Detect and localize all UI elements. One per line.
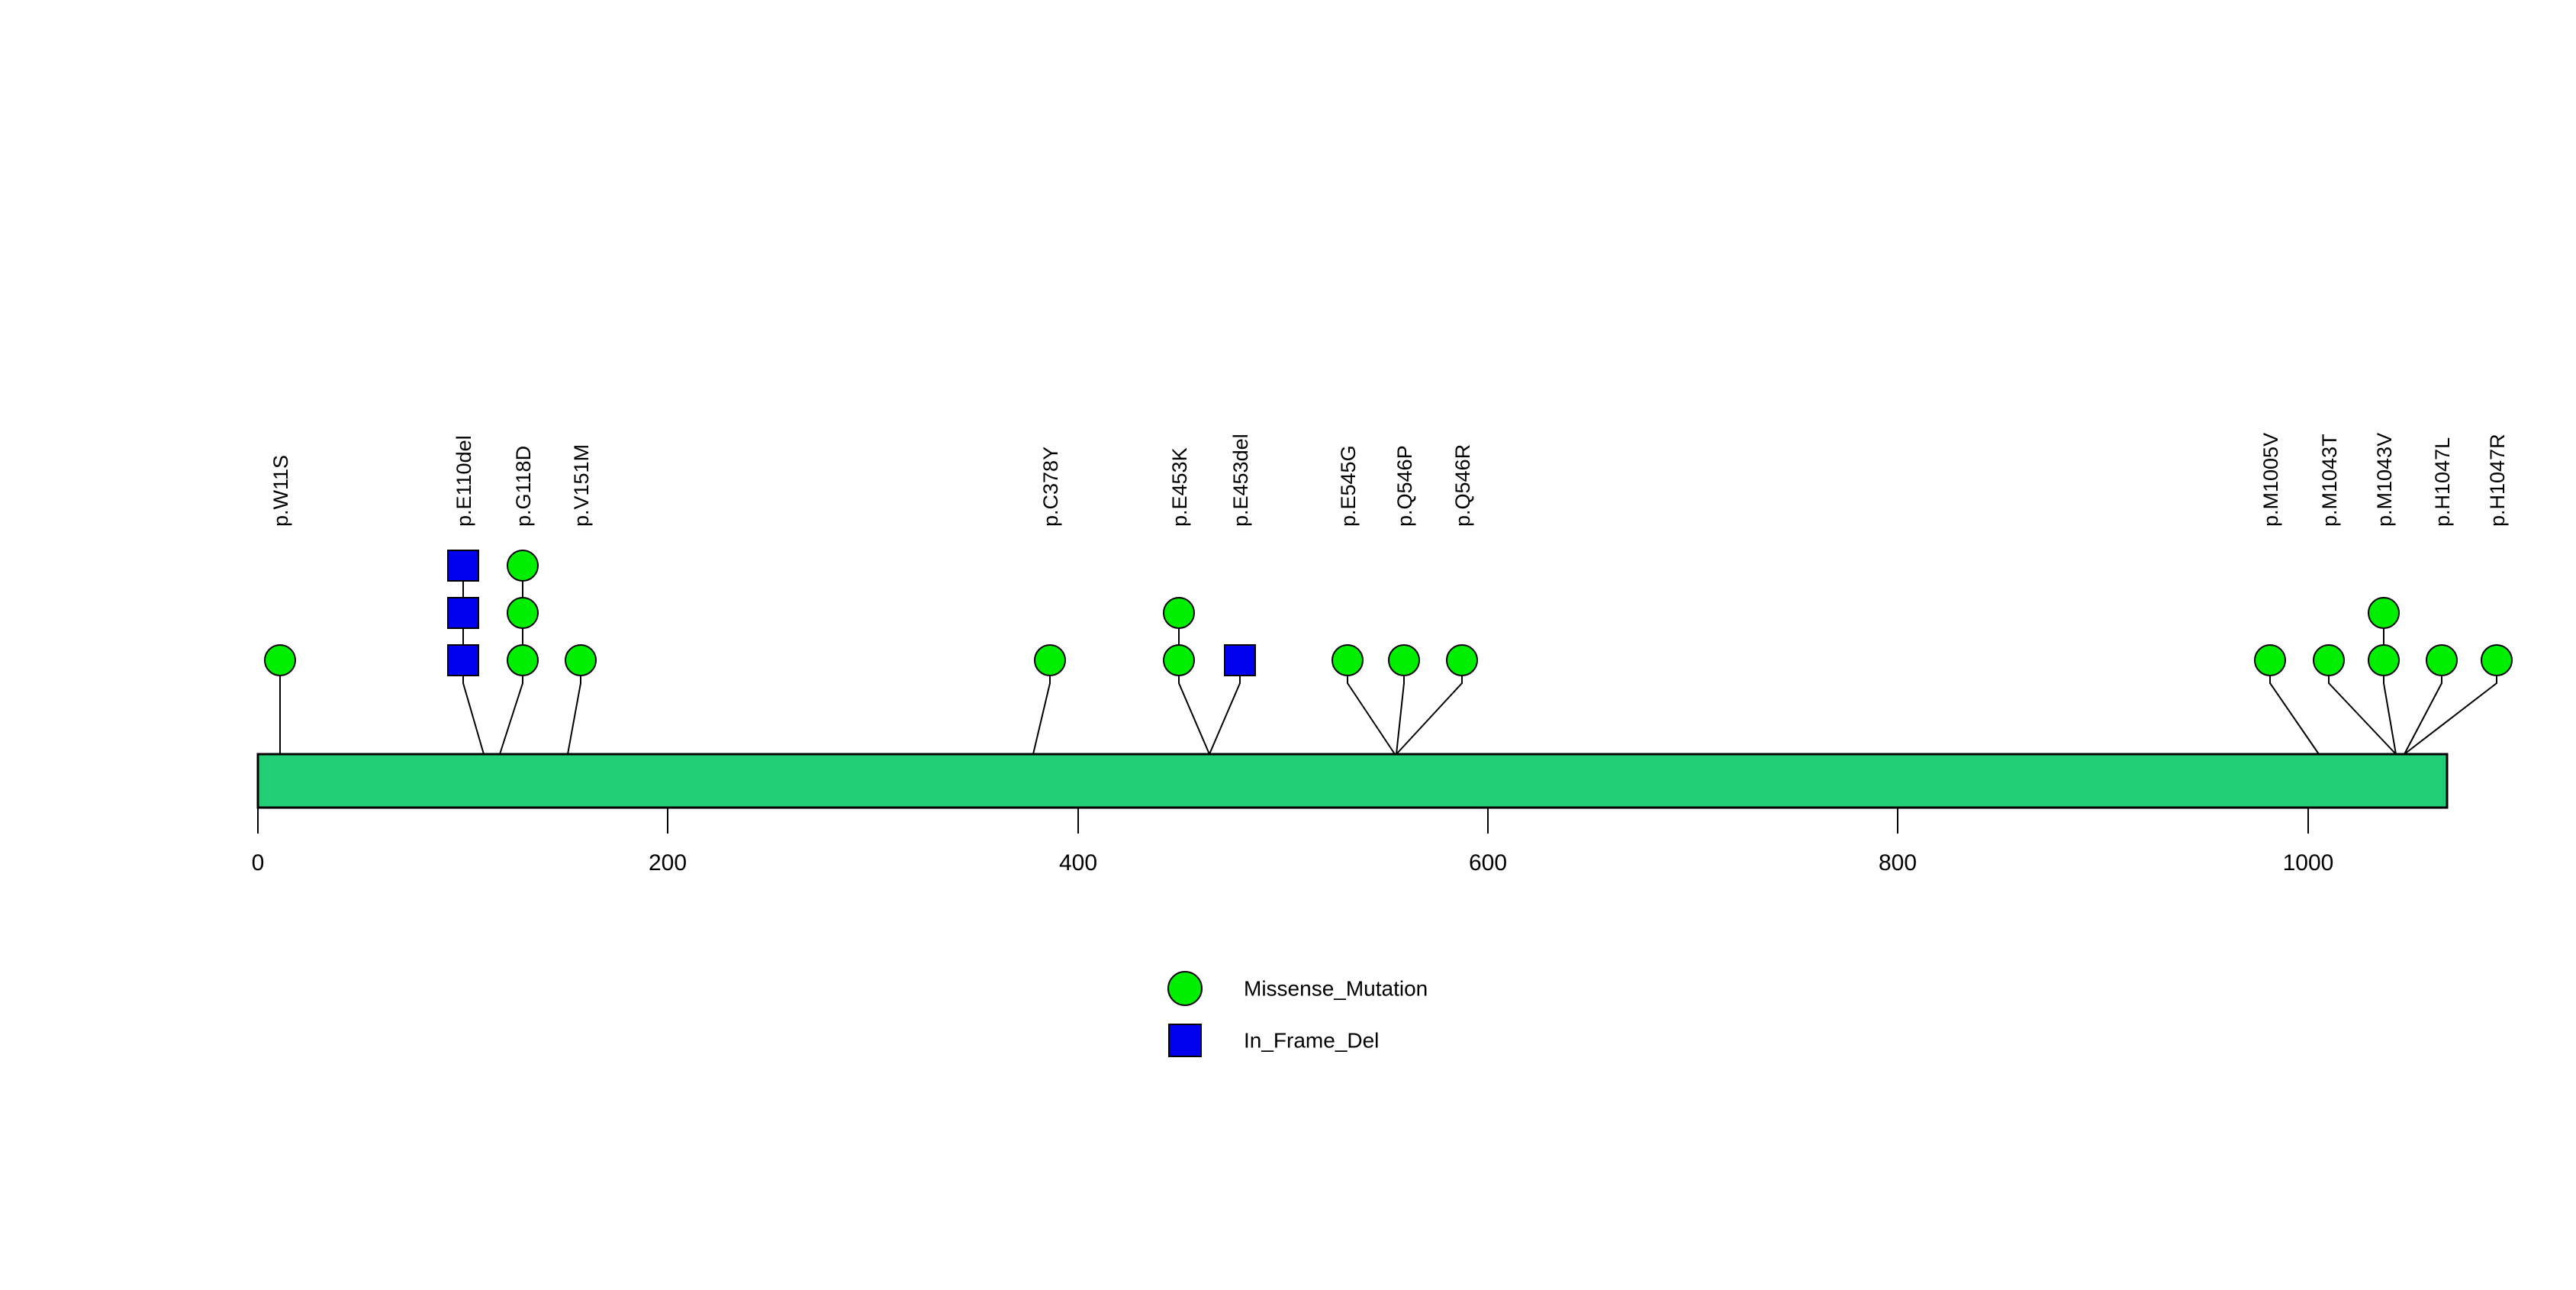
lollipop-p.M1043V[interactable] <box>2368 597 2400 755</box>
mutation-marker-circle[interactable] <box>1331 644 1364 676</box>
mutation-marker-circle[interactable] <box>2481 644 2513 676</box>
mutation-label: p.E110del <box>452 435 475 527</box>
lollipop-p.C378Y[interactable] <box>1032 644 1066 755</box>
mutation-marker-circle[interactable] <box>1034 644 1066 676</box>
lollipop-p.M1005V[interactable] <box>2254 644 2320 755</box>
legend-label: In_Frame_Del <box>1244 1028 1379 1052</box>
lollipop-p.Q546R[interactable] <box>1396 644 1478 755</box>
mutation-label: p.C378Y <box>1039 447 1062 527</box>
mutation-marker-circle[interactable] <box>507 644 539 676</box>
legend-swatch-square <box>1168 1024 1202 1057</box>
mutation-marker-circle[interactable] <box>2313 644 2345 676</box>
lollipop-p.Q546P[interactable] <box>1388 644 1420 755</box>
mutation-label: p.W11S <box>269 455 292 527</box>
mutation-marker-square[interactable] <box>447 644 479 676</box>
lollipop-group <box>264 550 2513 755</box>
mutation-marker-circle[interactable] <box>2368 644 2400 676</box>
mutation-label: p.E545G <box>1337 445 1360 527</box>
mutation-label-group: p.W11S p.E110del p.G118D p.V151M p.C378Y p.E4… <box>269 433 2509 527</box>
mutation-label: p.M1043T <box>2318 434 2341 527</box>
axis-tick-label: 400 <box>1059 850 1097 876</box>
mutation-label: p.E453K <box>1168 447 1191 527</box>
mutation-marker-circle[interactable] <box>1388 644 1420 676</box>
mutation-label: p.H1047L <box>2431 437 2454 527</box>
legend-item[interactable]: Missense_Mutation <box>1167 971 1428 1006</box>
lollipop-p.E453del[interactable] <box>1209 644 1256 755</box>
protein-backbone-bar <box>256 753 2449 809</box>
mutation-marker-circle[interactable] <box>507 597 539 629</box>
lollipop-p.E110del[interactable] <box>447 550 485 755</box>
mutation-marker-circle[interactable] <box>1163 597 1195 629</box>
axis-tick-label: 1000 <box>2283 850 2334 876</box>
mutation-marker-circle[interactable] <box>565 644 597 676</box>
mutation-marker-square[interactable] <box>447 550 479 582</box>
axis-tick-label: 600 <box>1469 850 1507 876</box>
x-axis: 0 200 400 600 800 1000 <box>252 808 2334 876</box>
mutation-marker-circle[interactable] <box>2426 644 2458 676</box>
lollipop-p.H1047L[interactable] <box>2404 644 2458 755</box>
legend-item[interactable]: In_Frame_Del <box>1168 1024 1379 1057</box>
mutation-marker-circle[interactable] <box>507 550 539 582</box>
mutation-label: p.Q546P <box>1393 445 1416 527</box>
mutation-marker-circle[interactable] <box>1446 644 1478 676</box>
lollipop-stem <box>499 550 523 755</box>
mutation-label: p.E453del <box>1229 434 1252 527</box>
mutation-label: p.H1047R <box>2486 434 2509 527</box>
protein-bar <box>256 753 2449 809</box>
lollipop-p.E453K[interactable] <box>1163 597 1210 755</box>
lollipop-p.G118D[interactable] <box>499 550 539 755</box>
mutation-label: p.M1005V <box>2259 433 2282 527</box>
lollipop-stem <box>462 550 485 755</box>
axis-tick-label: 800 <box>1879 850 1917 876</box>
mutation-label: p.Q546R <box>1451 444 1474 527</box>
mutation-marker-square[interactable] <box>447 597 479 629</box>
lollipop-p.H1047R[interactable] <box>2404 644 2513 755</box>
mutation-label: p.V151M <box>570 444 593 527</box>
axis-tick-label: 0 <box>252 850 265 876</box>
mutation-label: p.M1043V <box>2373 433 2396 527</box>
lollipop-p.W11S[interactable] <box>264 644 296 754</box>
lollipop-p.E545G[interactable] <box>1331 644 1396 755</box>
mutation-marker-circle[interactable] <box>1163 644 1195 676</box>
mutation-marker-circle[interactable] <box>2254 644 2286 676</box>
axis-tick-label: 200 <box>649 850 687 876</box>
lollipop-p.M1043T[interactable] <box>2313 644 2397 755</box>
mutation-marker-square[interactable] <box>1224 644 1256 676</box>
mutation-label: p.G118D <box>512 446 535 527</box>
mutation-marker-circle[interactable] <box>2368 597 2400 629</box>
lollipop-p.V151M[interactable] <box>565 644 597 755</box>
legend-label: Missense_Mutation <box>1244 976 1428 1000</box>
mutation-marker-circle[interactable] <box>264 644 296 676</box>
legend-swatch-circle <box>1167 971 1203 1006</box>
